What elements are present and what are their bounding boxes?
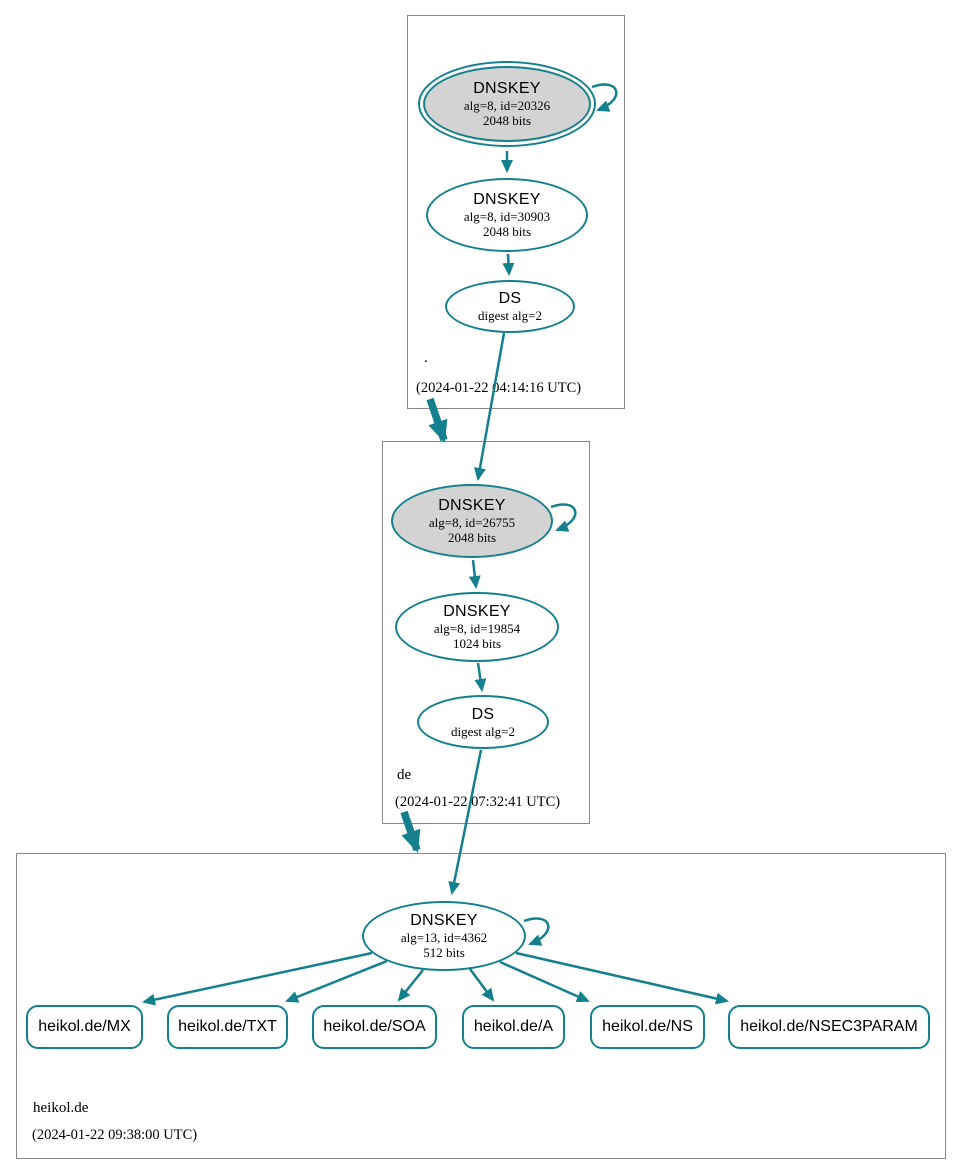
node-detail: 512 bits	[423, 945, 465, 960]
dnskey-node-root-ksk: DNSKEY alg=8, id=20326 2048 bits	[423, 66, 591, 142]
node-detail: alg=13, id=4362	[400, 930, 488, 945]
node-title: DNSKEY	[473, 80, 541, 97]
dnskey-node-heikol-de: DNSKEY alg=13, id=4362 512 bits	[362, 901, 526, 971]
rrset-box-nsec3param: heikol.de/NSEC3PARAM	[728, 1005, 930, 1049]
zone-box-heikol-de: heikol.de (2024-01-22 09:38:00 UTC)	[16, 853, 946, 1159]
node-title: DNSKEY	[443, 603, 511, 620]
node-detail: digest alg=2	[450, 723, 516, 739]
node-title: DS	[498, 290, 522, 307]
zone-timestamp-heikol-de: (2024-01-22 09:38:00 UTC)	[32, 1127, 198, 1143]
node-title: DNSKEY	[473, 191, 541, 208]
rrset-box-ns: heikol.de/NS	[590, 1005, 705, 1049]
node-detail: alg=8, id=26755	[428, 515, 516, 530]
zone-name-root: .	[424, 350, 428, 366]
zone-name-de: de	[397, 767, 412, 783]
zone-timestamp-root: (2024-01-22 04:14:16 UTC)	[416, 380, 582, 396]
rrset-box-mx: heikol.de/MX	[26, 1005, 143, 1049]
dnskey-node-de-ksk: DNSKEY alg=8, id=26755 2048 bits	[391, 484, 553, 558]
rrset-box-txt: heikol.de/TXT	[167, 1005, 288, 1049]
zone-timestamp-de: (2024-01-22 07:32:41 UTC)	[395, 794, 561, 810]
node-detail: alg=8, id=20326	[463, 98, 551, 113]
node-detail: 2048 bits	[482, 224, 532, 239]
node-detail: 2048 bits	[482, 113, 532, 128]
node-detail: digest alg=2	[477, 308, 543, 323]
node-detail: alg=8, id=30903	[463, 209, 551, 224]
zone-name-heikol-de: heikol.de	[33, 1100, 89, 1116]
rrset-box-a: heikol.de/A	[462, 1005, 565, 1049]
dnskey-node-de-zsk: DNSKEY alg=8, id=19854 1024 bits	[395, 592, 559, 662]
dnskey-node-root-zsk: DNSKEY alg=8, id=30903 2048 bits	[426, 178, 588, 252]
node-title: DS	[471, 705, 495, 723]
node-detail: 1024 bits	[452, 636, 502, 651]
node-title: DNSKEY	[438, 497, 506, 514]
rrset-box-soa: heikol.de/SOA	[312, 1005, 437, 1049]
ds-node-root: DS digest alg=2	[445, 280, 575, 333]
node-detail: 2048 bits	[447, 530, 497, 545]
node-title: DNSKEY	[410, 912, 478, 929]
ds-node-de: DS digest alg=2	[417, 695, 549, 749]
node-detail: alg=8, id=19854	[433, 621, 521, 636]
